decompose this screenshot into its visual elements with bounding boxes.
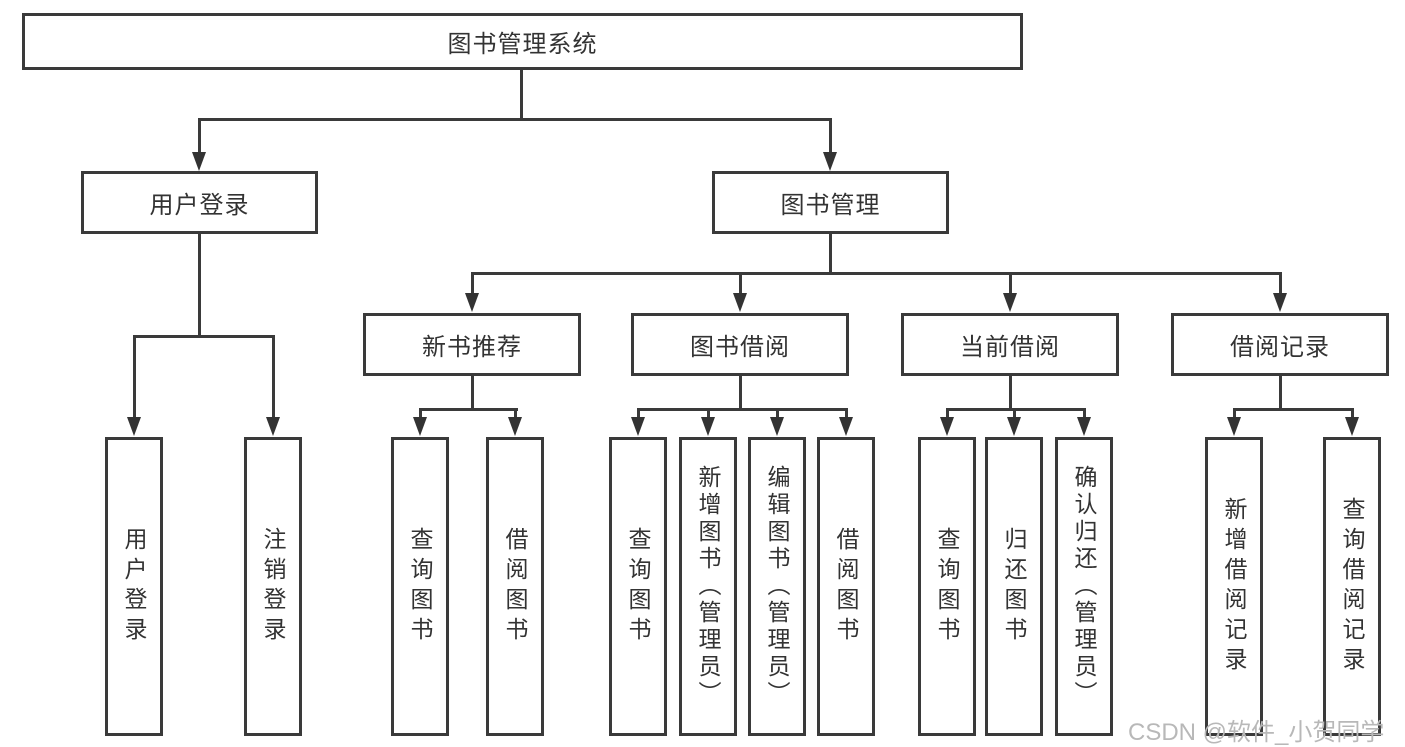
edge-to-current-borrow: [1009, 272, 1012, 296]
edge-to-leaf: [1013, 408, 1016, 420]
edge-root-distributor: [198, 118, 832, 121]
arrowhead-icon: [192, 152, 206, 171]
csdn-watermark: CSDN @软件_小贺同学: [1128, 719, 1385, 746]
edge-to-leaf: [1083, 408, 1086, 420]
edge-to-leaf: [946, 408, 949, 420]
arrowhead-icon: [940, 417, 954, 436]
edge-to-borrow-record: [1279, 272, 1282, 296]
arrowhead-icon: [1003, 293, 1017, 312]
arrowhead-icon: [127, 417, 141, 436]
arrowhead-icon: [266, 417, 280, 436]
node-borrow-record: 借阅记录: [1171, 313, 1389, 376]
node-leaf-br-query: 查询借阅记录: [1323, 437, 1381, 736]
node-leaf-cb-query: 查询图书: [918, 437, 976, 736]
node-book-borrow: 图书借阅: [631, 313, 849, 376]
edge-current-borrow-stem: [1009, 376, 1012, 411]
arrowhead-icon: [701, 417, 715, 436]
edge-to-user-login: [198, 118, 201, 154]
arrowhead-icon: [839, 417, 853, 436]
node-leaf-user-login: 用户登录: [105, 437, 163, 736]
edge-to-leaf: [637, 408, 640, 420]
arrowhead-icon: [465, 293, 479, 312]
edge-user-login-stem: [198, 234, 201, 337]
edge-current-borrow-distributor: [946, 408, 1086, 411]
edge-to-new-book-rec: [471, 272, 474, 296]
node-current-borrow: 当前借阅: [901, 313, 1119, 376]
node-leaf-bb-query: 查询图书: [609, 437, 667, 736]
node-root: 图书管理系统: [22, 13, 1023, 70]
edge-to-leaf: [776, 408, 779, 420]
edge-new-book-rec-stem: [471, 376, 474, 411]
edge-to-leaf: [514, 408, 517, 420]
arrowhead-icon: [413, 417, 427, 436]
edge-book-mgmt-distributor: [471, 272, 1282, 275]
node-leaf-bb-borrow: 借阅图书: [817, 437, 875, 736]
node-leaf-rec-borrow: 借阅图书: [486, 437, 544, 736]
node-leaf-rec-query: 查询图书: [391, 437, 449, 736]
edge-to-book-mgmt: [829, 118, 832, 154]
arrowhead-icon: [1273, 293, 1287, 312]
edge-to-leaf: [419, 408, 422, 420]
arrowhead-icon: [1077, 417, 1091, 436]
edge-book-mgmt-stem: [829, 234, 832, 275]
edge-root-stem: [520, 69, 523, 118]
arrowhead-icon: [1227, 417, 1241, 436]
edge-to-leaf: [1351, 408, 1354, 420]
arrowhead-icon: [1345, 417, 1359, 436]
edge-book-borrow-stem: [739, 376, 742, 411]
node-leaf-logout: 注销登录: [244, 437, 302, 736]
node-book-mgmt: 图书管理: [712, 171, 949, 234]
arrowhead-icon: [631, 417, 645, 436]
edge-to-leaf-user-login: [133, 335, 136, 421]
arrowhead-icon: [733, 293, 747, 312]
node-leaf-br-add: 新增借阅记录: [1205, 437, 1263, 736]
arrowhead-icon: [770, 417, 784, 436]
edge-to-book-borrow: [739, 272, 742, 296]
node-user-login: 用户登录: [81, 171, 318, 234]
edge-user-login-distributor: [133, 335, 275, 338]
arrowhead-icon: [823, 152, 837, 171]
edge-to-leaf-logout: [272, 335, 275, 421]
node-new-book-rec: 新书推荐: [363, 313, 581, 376]
node-leaf-bb-add: 新增图书（管理员）: [679, 437, 737, 736]
edge-to-leaf: [1233, 408, 1236, 420]
edge-to-leaf: [845, 408, 848, 420]
arrowhead-icon: [1007, 417, 1021, 436]
edge-borrow-record-stem: [1279, 376, 1282, 411]
node-leaf-cb-return: 归还图书: [985, 437, 1043, 736]
node-leaf-bb-edit: 编辑图书（管理员）: [748, 437, 806, 736]
node-leaf-cb-confirm: 确认归还（管理员）: [1055, 437, 1113, 736]
arrowhead-icon: [508, 417, 522, 436]
edge-borrow-record-distributor: [1233, 408, 1354, 411]
edge-book-borrow-distributor: [637, 408, 848, 411]
edge-to-leaf: [707, 408, 710, 420]
edge-new-book-rec-distributor: [419, 408, 518, 411]
